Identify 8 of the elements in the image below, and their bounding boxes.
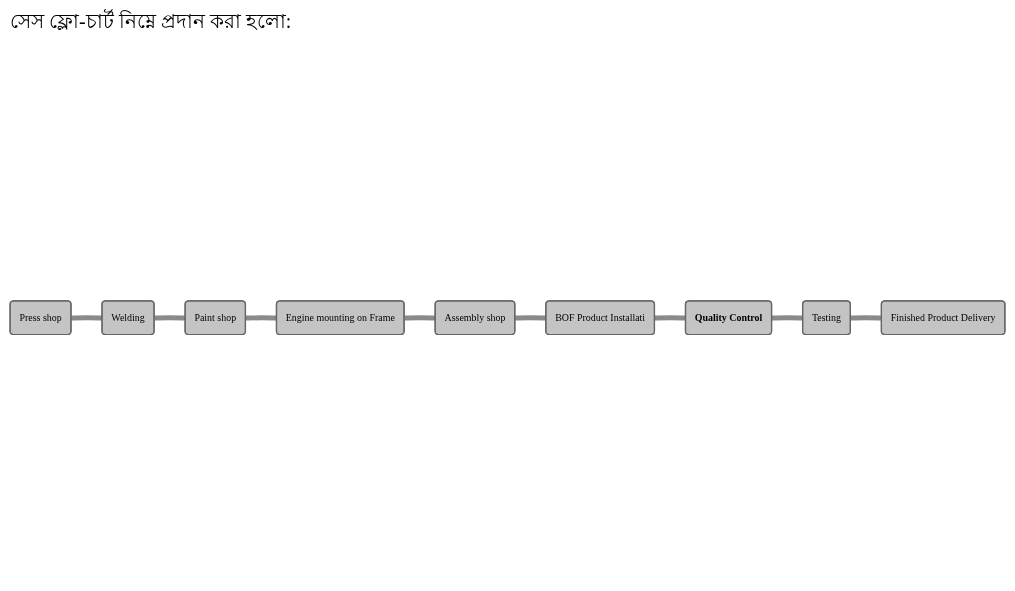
connector: [771, 315, 803, 321]
connector: [71, 315, 103, 321]
connector: [850, 315, 882, 321]
connector: [654, 315, 686, 321]
connector: [404, 315, 436, 321]
diagram-title: সেস ফ্লো-চার্ট নিম্নে প্রদান করা হলো:: [10, 8, 292, 34]
connector: [154, 315, 186, 321]
connector: [245, 315, 277, 321]
